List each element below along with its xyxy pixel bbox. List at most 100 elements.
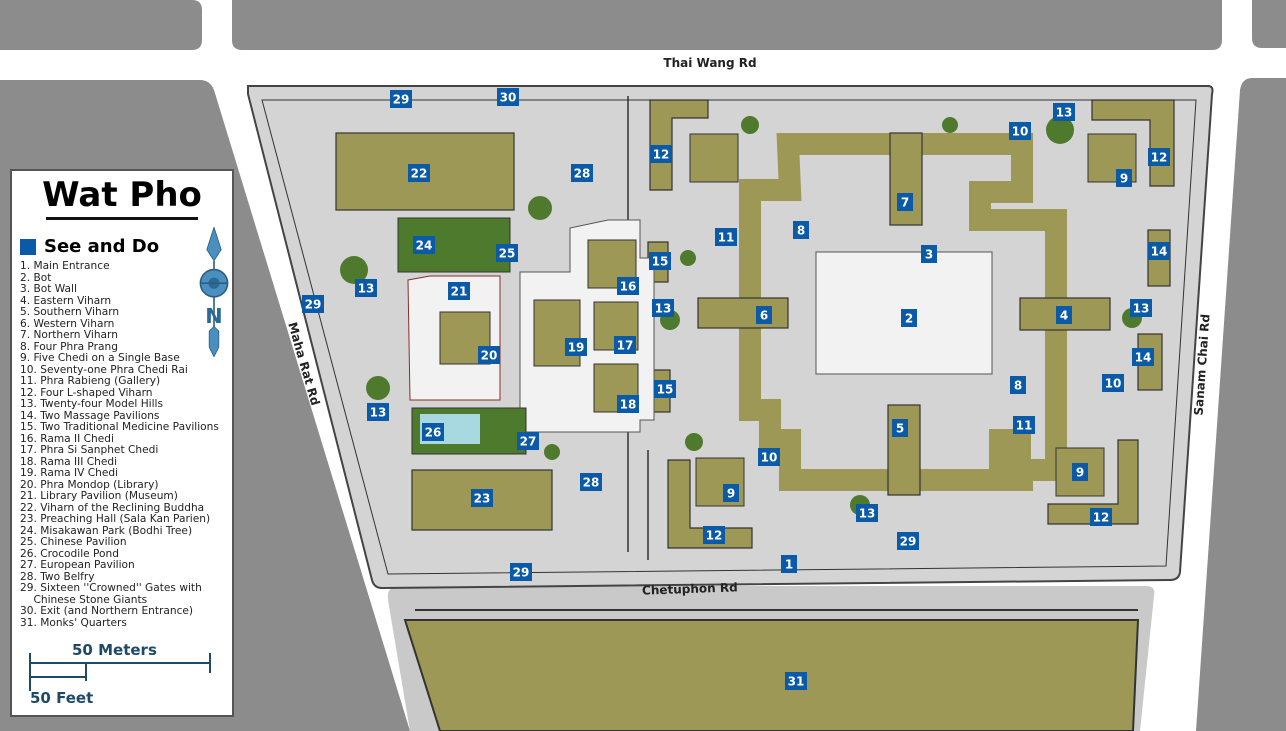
map-marker-24[interactable]: 24 [413,236,435,254]
marker-badge [422,423,444,441]
map-marker-28[interactable]: 28 [580,473,602,491]
map-marker-28[interactable]: 28 [571,164,593,182]
marker-badge [302,295,324,313]
marker-number: 29 [393,93,410,107]
map-marker-12[interactable]: 12 [1148,148,1170,166]
marker-number: 30 [500,91,517,105]
marker-number: 31 [788,675,805,689]
map-marker-31[interactable]: 31 [785,672,807,690]
marker-badge [617,395,639,413]
marker-number: 24 [416,239,433,253]
map-marker-15[interactable]: 15 [649,252,671,270]
map-marker-29[interactable]: 29 [510,563,532,581]
map-marker-13[interactable]: 13 [1053,103,1075,121]
marker-badge [1130,299,1152,317]
marker-number: 8 [797,224,805,238]
marker-number: 8 [1014,379,1022,393]
marker-badge [1116,169,1132,187]
legend-item: 10. Seventy-one Phra Chedi Rai [20,363,188,376]
map-marker-2[interactable]: 2 [901,309,917,327]
map-marker-14[interactable]: 14 [1148,242,1170,260]
map-marker-13[interactable]: 13 [856,504,878,522]
map-marker-16[interactable]: 16 [617,277,639,295]
marker-number: 29 [513,566,530,580]
map-marker-25[interactable]: 25 [496,244,518,262]
scale-meters-label: 50 Meters [72,641,157,659]
marker-badge [703,526,725,544]
legend-item: 6. Western Viharn [20,317,115,330]
map-marker-10[interactable]: 10 [1009,122,1031,140]
legend-item: 7. Northern Viharn [20,329,118,341]
marker-number: 7 [901,196,909,210]
marker-number: 28 [583,476,600,490]
map-marker-13[interactable]: 13 [355,279,377,297]
map-marker-13[interactable]: 13 [652,299,674,317]
map-marker-21[interactable]: 21 [448,282,470,300]
marker-badge [1102,374,1124,392]
legend-item: 2. Bot [20,271,52,284]
marker-badge [897,193,913,211]
map-marker-9[interactable]: 9 [723,484,739,502]
map-marker-8[interactable]: 8 [1010,376,1026,394]
map-marker-12[interactable]: 12 [650,145,672,163]
marker-badge [650,145,672,163]
map-marker-1[interactable]: 1 [781,555,797,573]
legend-item: 31. Monks' Quarters [20,616,127,629]
legend-item: 8. Four Phra Prang [20,340,118,353]
map-marker-9[interactable]: 9 [1072,463,1088,481]
marker-number: 9 [1120,172,1128,186]
map-marker-5[interactable]: 5 [892,419,908,437]
map-marker-9[interactable]: 9 [1116,169,1132,187]
marker-badge [478,346,500,364]
map-marker-7[interactable]: 7 [897,193,913,211]
map-marker-12[interactable]: 12 [703,526,725,544]
map-marker-19[interactable]: 19 [565,338,587,356]
marker-number: 14 [1151,245,1168,259]
map-marker-29[interactable]: 29 [897,532,919,550]
map-marker-29[interactable]: 29 [390,90,412,108]
legend-item: 17. Phra Si Sanphet Chedi [20,444,159,456]
marker-badge [652,299,674,317]
map-marker-14[interactable]: 14 [1132,348,1154,366]
monks-quarters [403,619,1140,731]
map-marker-13[interactable]: 13 [1130,299,1152,317]
map-marker-11[interactable]: 11 [1013,416,1035,434]
marker-number: 21 [451,285,468,299]
map-marker-22[interactable]: 22 [408,164,430,182]
map-marker-12[interactable]: 12 [1090,508,1112,526]
legend-item: 25. Chinese Pavilion [20,536,127,548]
map-marker-8[interactable]: 8 [793,221,809,239]
map-marker-18[interactable]: 18 [617,395,639,413]
map-marker-30[interactable]: 30 [497,88,519,106]
legend-item: 22. Viharn of the Reclining Buddha [20,501,205,514]
map-marker-20[interactable]: 20 [478,346,500,364]
see-and-do-swatch [20,238,36,255]
legend-item: 27. European Pavilion [20,559,135,571]
marker-badge [1009,122,1031,140]
map-marker-6[interactable]: 6 [756,306,772,324]
legend-item: 20. Phra Mondop (Library) [20,478,159,491]
legend-item: 1. Main Entrance [20,260,110,272]
map-marker-23[interactable]: 23 [471,489,493,507]
marker-number: 12 [653,148,670,162]
legend-item: 14. Two Massage Pavilions [20,409,160,422]
marker-badge [1132,348,1154,366]
map-marker-29[interactable]: 29 [302,295,324,313]
map-marker-10[interactable]: 10 [758,448,780,466]
map-marker-27[interactable]: 27 [517,432,539,450]
map-marker-15[interactable]: 15 [654,380,676,398]
north-arrow-icon: N [199,227,229,357]
map-marker-4[interactable]: 4 [1056,306,1072,324]
map-marker-17[interactable]: 17 [614,336,636,354]
map-marker-11[interactable]: 11 [715,228,737,246]
marker-badge [471,489,493,507]
map-marker-13[interactable]: 13 [367,403,389,421]
legend-item: 30. Exit (and Northern Entrance) [20,605,194,617]
map-marker-26[interactable]: 26 [422,423,444,441]
map-marker-10[interactable]: 10 [1102,374,1124,392]
marker-badge [715,228,737,246]
legend-item: 18. Rama III Chedi [20,455,118,468]
map-marker-3[interactable]: 3 [921,245,937,263]
marker-badge [1013,416,1035,434]
